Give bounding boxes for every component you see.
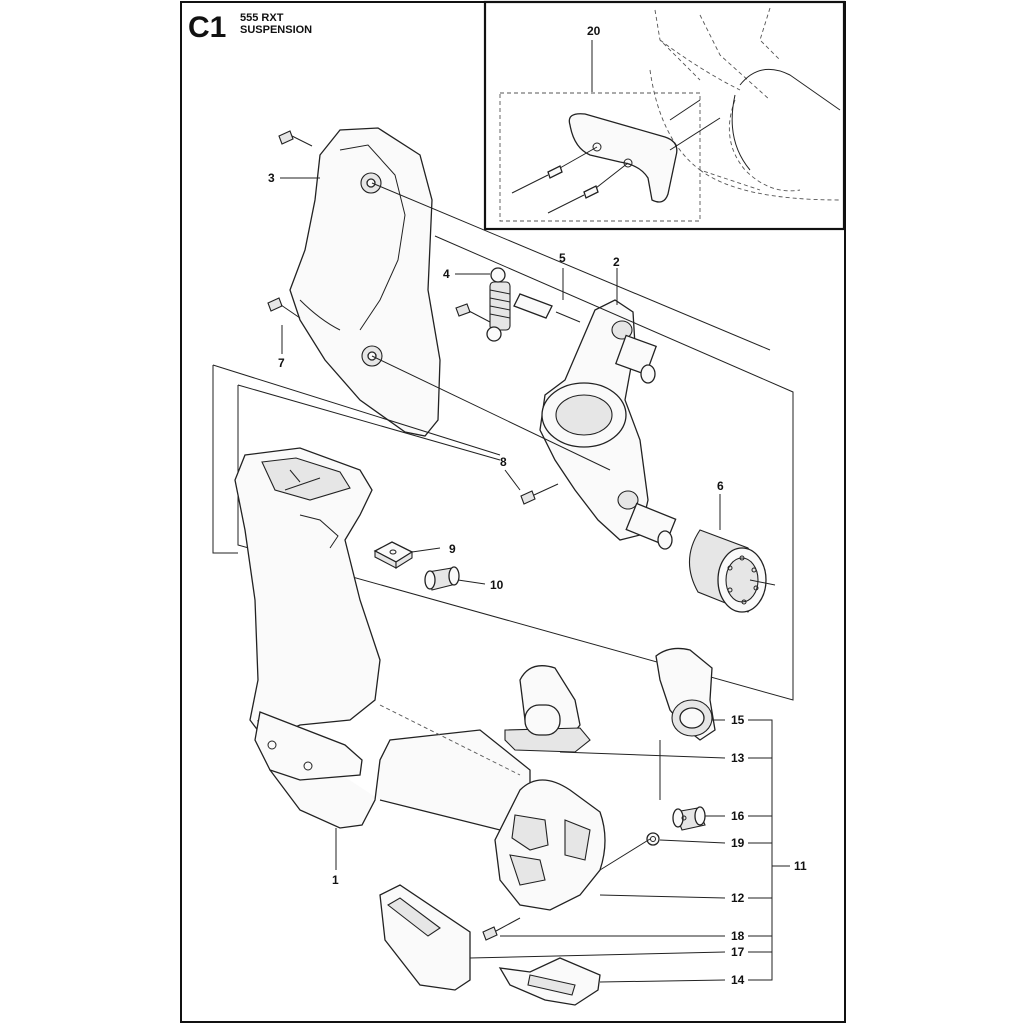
part-16-pin xyxy=(672,806,706,831)
part-18-screw xyxy=(482,917,521,941)
callout-8: 8 xyxy=(500,455,507,469)
part-17-cap xyxy=(379,884,471,991)
part-10-bushing xyxy=(424,566,460,591)
section-name: SUSPENSION xyxy=(240,24,312,36)
screw-lower-4 xyxy=(455,303,491,323)
callout-17: 17 xyxy=(731,945,745,959)
part-12-clamp xyxy=(494,779,606,911)
inset-detail xyxy=(499,7,841,222)
callout-20: 20 xyxy=(587,24,601,38)
callout-1: 1 xyxy=(332,873,339,887)
part-19-washer xyxy=(646,832,660,846)
callout-5: 5 xyxy=(559,251,566,265)
callout-2: 2 xyxy=(613,255,620,269)
part-13-guide xyxy=(504,665,591,753)
part-7-screw xyxy=(267,297,301,319)
callout-16: 16 xyxy=(731,809,745,823)
part-8-screw xyxy=(520,483,559,505)
callout-6: 6 xyxy=(717,479,724,493)
callout-15: 15 xyxy=(731,713,745,727)
assembly-frame-2 xyxy=(434,235,794,700)
callout-13: 13 xyxy=(731,751,745,765)
callout-11: 11 xyxy=(794,859,807,873)
part-2-bracket xyxy=(539,299,677,550)
screw-top-3 xyxy=(278,130,313,147)
section-code: C1 xyxy=(188,11,226,44)
callout-19: 19 xyxy=(731,836,745,850)
part-5-pin xyxy=(513,293,581,323)
inset-dashed-box xyxy=(499,92,701,222)
callout-14: 14 xyxy=(731,973,745,987)
callout-10: 10 xyxy=(490,578,504,592)
part-14-clip xyxy=(498,957,601,1006)
part-9-nut xyxy=(373,541,414,569)
callout-12: 12 xyxy=(731,891,745,905)
callout-7: 7 xyxy=(278,356,285,370)
part-15-latch xyxy=(655,647,716,741)
part-6-damper xyxy=(688,529,767,613)
callout-3: 3 xyxy=(268,171,275,185)
part-1-handle xyxy=(234,447,531,831)
part-3-upper-cover xyxy=(289,127,441,437)
callout-9: 9 xyxy=(449,542,456,556)
part-4-spring xyxy=(486,267,511,342)
callout-18: 18 xyxy=(731,929,745,943)
model-name: 555 RXT xyxy=(240,12,284,24)
part-20-bracket xyxy=(568,113,678,203)
callout-4: 4 xyxy=(443,267,450,281)
leader-lines xyxy=(280,177,790,983)
